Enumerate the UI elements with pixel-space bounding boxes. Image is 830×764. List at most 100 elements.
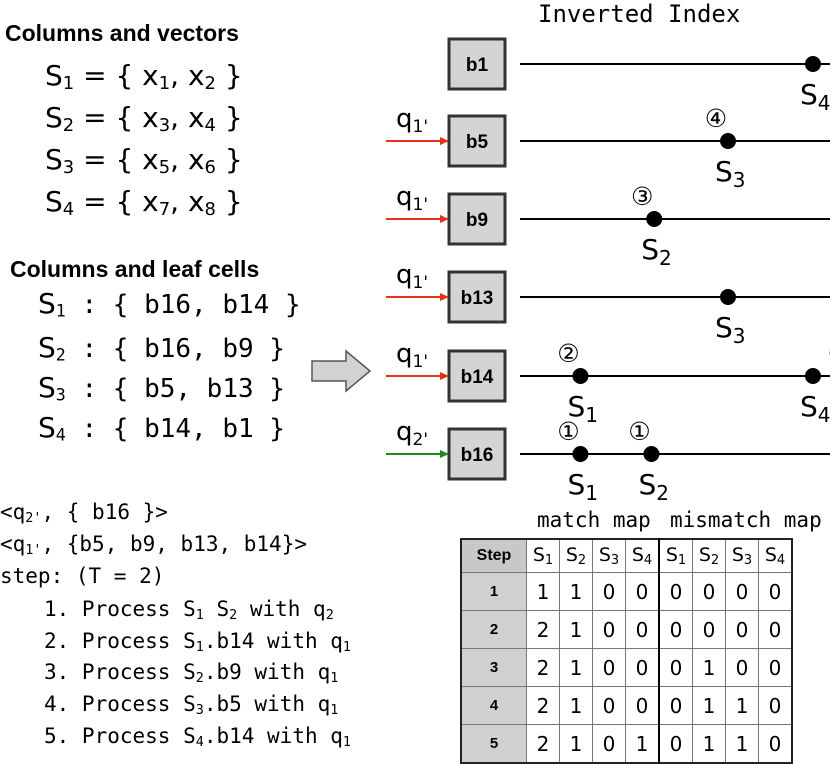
posting-point bbox=[646, 211, 663, 227]
processing-order-mark: ⑤ bbox=[828, 339, 830, 368]
subscript: 3 bbox=[743, 553, 753, 568]
subscript: 4 bbox=[643, 553, 653, 568]
mismatch-cell: 0 bbox=[758, 686, 793, 725]
processing-order-mark: ① bbox=[557, 417, 579, 446]
match-cell: 2 bbox=[526, 724, 560, 764]
mismatch-cell: 0 bbox=[692, 572, 726, 611]
column-index: 4 bbox=[55, 425, 66, 445]
inverted-index-diagram: b1S4b5q1'S3④b9q1'S2③b13q1'S3b14q1'S1②S4⑤… bbox=[386, 37, 830, 500]
match-cell: 0 bbox=[625, 648, 660, 687]
match-cell: 2 bbox=[526, 610, 560, 649]
block-box bbox=[447, 192, 507, 246]
subscript: 1 bbox=[342, 734, 351, 750]
vector-row: S1 = { x1, x2 } bbox=[45, 59, 243, 94]
vector-index: 3 bbox=[158, 114, 171, 136]
match-cell: 0 bbox=[625, 610, 660, 649]
match-cell: 0 bbox=[625, 686, 660, 725]
mismatch-cell: 1 bbox=[725, 686, 759, 725]
subscript: 3 bbox=[610, 553, 620, 568]
query-label: q1' bbox=[396, 104, 428, 137]
mismatch-cell: 0 bbox=[658, 724, 693, 764]
column-label: S bbox=[38, 331, 56, 364]
mismatch-cell: 0 bbox=[658, 686, 693, 725]
posting-column-label: S1 bbox=[567, 468, 598, 500]
match-cell: 1 bbox=[559, 724, 593, 764]
match-cell: 1 bbox=[559, 610, 593, 649]
column-index: 3 bbox=[55, 385, 66, 405]
mismatch-cell: 1 bbox=[725, 724, 759, 764]
posting-point bbox=[572, 446, 589, 462]
posting-point bbox=[643, 446, 660, 462]
match-map-title: match map bbox=[537, 508, 651, 532]
match-cell: 1 bbox=[625, 724, 660, 764]
step-item: 1. Process S1 S2 with q2 bbox=[44, 597, 334, 623]
match-cell: 1 bbox=[559, 572, 593, 611]
match-cell: 1 bbox=[526, 572, 560, 611]
vector-row: S3 = { x5, x6 } bbox=[45, 143, 243, 178]
step-number: 4 bbox=[460, 686, 527, 725]
match-column-header: S3 bbox=[592, 538, 626, 573]
subscript: 4 bbox=[776, 553, 786, 568]
vector-row: S4 = { x7, x8 } bbox=[45, 185, 243, 220]
step-item: 5. Process S4.b14 with q1 bbox=[44, 724, 351, 750]
query-label: q1' bbox=[396, 339, 428, 372]
block-box bbox=[447, 114, 507, 168]
block-label: b5 bbox=[466, 132, 489, 153]
subscript: 3 bbox=[195, 702, 204, 718]
query-label: q1' bbox=[396, 182, 428, 215]
mismatch-cell: 1 bbox=[692, 648, 726, 687]
step-item: 2. Process S1.b14 with q1 bbox=[44, 629, 351, 655]
mismatch-cell: 0 bbox=[692, 610, 726, 649]
subscript: 1' bbox=[25, 542, 42, 558]
mismatch-cell: 0 bbox=[658, 610, 693, 649]
step-number: 3 bbox=[460, 648, 527, 687]
mismatch-cell: 0 bbox=[658, 572, 693, 611]
leaf-row: S1 : { b16, b14 } bbox=[38, 287, 301, 321]
subscript: 1 bbox=[677, 553, 687, 568]
column-index: 2 bbox=[62, 114, 75, 136]
mismatch-cell: 0 bbox=[658, 648, 693, 687]
vector-row: S2 = { x3, x4 } bbox=[45, 101, 243, 136]
match-cell: 0 bbox=[592, 686, 626, 725]
subscript: 1 bbox=[544, 553, 554, 568]
subscript: 2 bbox=[229, 607, 238, 623]
subscript: 1 bbox=[342, 639, 351, 655]
column-index: 4 bbox=[62, 198, 75, 220]
posting-point bbox=[804, 56, 821, 72]
mismatch-column-header: S3 bbox=[725, 538, 759, 573]
subscript: 4 bbox=[195, 734, 204, 750]
block-label: b9 bbox=[466, 210, 488, 231]
step-number: 5 bbox=[460, 724, 527, 764]
posting-column-label: S3 bbox=[715, 155, 746, 192]
column-label: S bbox=[38, 371, 56, 404]
processing-order-mark: ① bbox=[628, 417, 650, 446]
block-label: b1 bbox=[466, 55, 489, 76]
step-number: 1 bbox=[460, 572, 527, 611]
vector-index: 2 bbox=[204, 72, 216, 94]
column-index: 3 bbox=[62, 156, 75, 178]
posting-column-label: S4 bbox=[800, 390, 830, 427]
posting-column-label: S2 bbox=[641, 233, 672, 270]
subscript: 2 bbox=[195, 670, 204, 686]
subscript: 2 bbox=[325, 607, 334, 623]
step-column-header: Step bbox=[460, 538, 527, 573]
vector-index: 5 bbox=[158, 156, 171, 178]
query-label: q1' bbox=[396, 260, 428, 293]
processing-order-mark: ③ bbox=[631, 182, 653, 211]
query-q2-line: <q2', { b16 }> bbox=[0, 500, 168, 526]
leaf-row: S2 : { b16, b9 } bbox=[38, 331, 285, 365]
leaf-row: S3 : { b5, b13 } bbox=[38, 371, 285, 405]
mismatch-cell: 0 bbox=[758, 648, 793, 687]
query-label: q2' bbox=[396, 417, 428, 450]
match-cell: 0 bbox=[625, 572, 660, 611]
step-item: 4. Process S3.b5 with q1 bbox=[44, 692, 339, 718]
columns-vectors-heading: Columns and vectors bbox=[5, 20, 239, 46]
column-index: 1 bbox=[55, 301, 66, 321]
column-label: S bbox=[38, 287, 56, 320]
posting-point bbox=[804, 368, 821, 384]
